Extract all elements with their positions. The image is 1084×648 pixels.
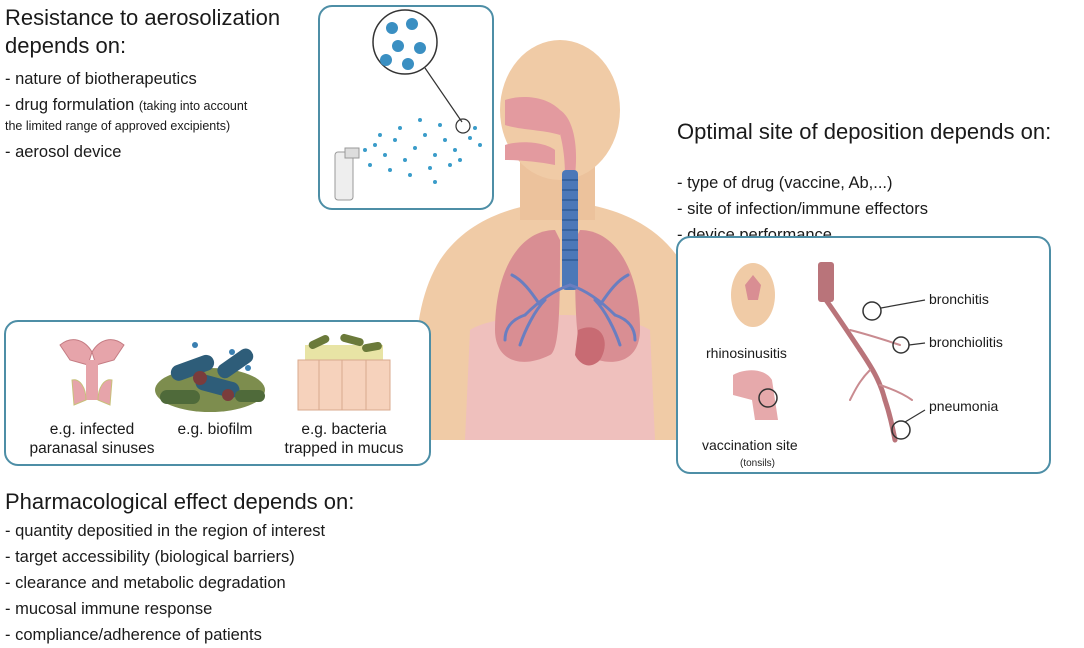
aerosolization-list: - nature of biotherapeutics - drug formu… — [5, 66, 325, 165]
bronchiolitis-leader — [908, 342, 926, 346]
aerosolization-item-note: the limited range of approved excipients… — [5, 119, 231, 133]
left-lung — [495, 230, 560, 362]
right-trachea — [818, 262, 834, 302]
aerosolization-item: - nature of biotherapeutics — [5, 70, 197, 88]
aerosolization-title-line2: depends on: — [5, 33, 127, 58]
bronchial-tree — [503, 273, 637, 347]
pharmacological-list: - quantity depositied in the region of i… — [5, 518, 325, 648]
pneumonia-leader — [904, 409, 926, 423]
label-rhinosinusitis: rhinosinusitis — [706, 345, 787, 361]
pharmacological-item: - target accessibility (biological barri… — [5, 548, 295, 566]
pharmacological-item: - mucosal immune response — [5, 600, 213, 618]
pharynx — [555, 110, 577, 175]
zoom-target-circle — [455, 118, 471, 134]
inhaler-device — [334, 151, 354, 201]
pharmacological-item: - compliance/adherence of patients — [5, 626, 262, 644]
sinuses-icon — [59, 339, 125, 406]
biofilm-icon — [155, 348, 265, 412]
label-vaccination-site: vaccination site — [702, 437, 798, 453]
mouth-cavity — [505, 142, 555, 165]
sinus-shape — [745, 275, 761, 300]
label-bronchiolitis: bronchiolitis — [929, 334, 1003, 350]
deposition-title: Optimal site of deposition depends on: — [677, 119, 1052, 144]
nasal-cavity — [505, 97, 560, 135]
aerosolization-title-line1: Resistance to aerosolization — [5, 5, 281, 30]
pneumonia-marker — [891, 420, 911, 440]
epithelium-icon — [297, 333, 391, 411]
pharmacological-item: - quantity depositied in the region of i… — [5, 522, 326, 540]
antibody-molecules — [380, 18, 426, 70]
spray-droplets — [363, 118, 482, 184]
aerosolization-title: Resistance to aerosolization depends on: — [5, 4, 280, 60]
zoom-line — [424, 67, 463, 123]
pharmacological-item: - clearance and metabolic degradation — [5, 574, 286, 592]
bacteriophage-icons — [192, 342, 251, 371]
tonsil-marker — [758, 388, 778, 408]
deposition-item: - type of drug (vaccine, Ab,...) — [677, 174, 893, 192]
label-tonsils: (tonsils) — [740, 458, 776, 469]
right-bronchioles — [849, 329, 913, 401]
trachea-rings — [562, 179, 578, 261]
pharmacological-title: Pharmacological effect depends on: — [5, 489, 355, 514]
aerosolization-item: - drug formulation (taking into account — [5, 96, 248, 114]
label-pneumonia: pneumonia — [929, 398, 999, 414]
inhaler-nozzle — [344, 147, 360, 159]
bronchitis-leader — [880, 299, 926, 309]
bronchitis-marker — [862, 301, 882, 321]
example-biofilm-caption: e.g. biofilm — [177, 421, 253, 438]
aerosolization-item: - aerosol device — [5, 143, 122, 161]
heart-shape — [575, 327, 605, 366]
label-bronchitis: bronchitis — [929, 291, 989, 307]
example-mucus-caption: e.g. bacteria trapped in mucus — [284, 421, 404, 457]
example-sinuses-caption: e.g. infected paranasal sinuses — [29, 421, 155, 457]
deposition-item: - site of infection/immune effectors — [677, 200, 928, 218]
